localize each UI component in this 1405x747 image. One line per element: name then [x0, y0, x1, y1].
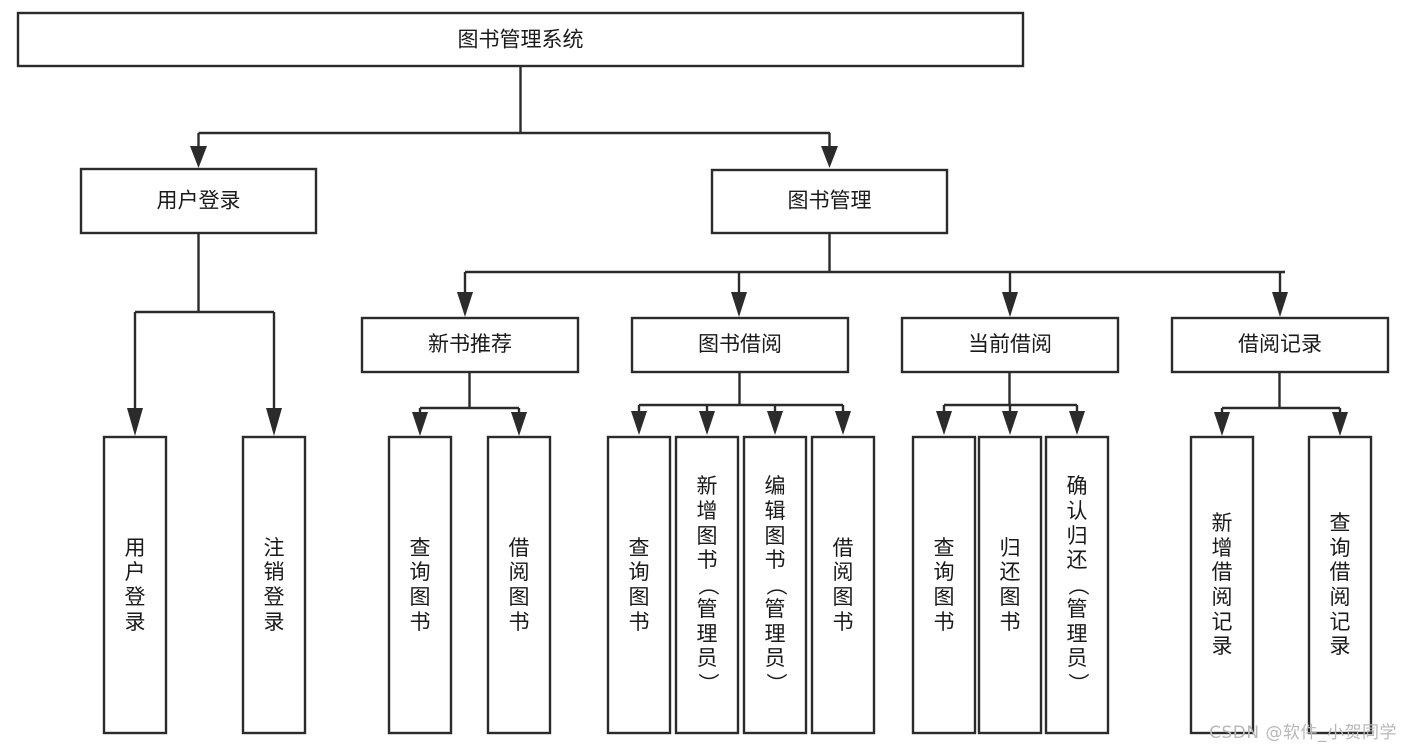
node-root-box[interactable]	[16, 11, 1025, 68]
arrow-head-ul-c2	[266, 408, 282, 436]
node-root-label: 图书管理系统	[458, 28, 584, 52]
arrow-head-bb-c4	[835, 411, 851, 435]
node-new-book-label: 新书推荐	[428, 332, 512, 356]
leaf-box-user-login-0[interactable]	[102, 435, 168, 735]
node-current-borrow-label: 当前借阅	[968, 332, 1052, 356]
leaf-box-current-borrow-2[interactable]	[1044, 435, 1110, 735]
arrow-head-cb-c2	[1002, 411, 1018, 435]
arrow-head-cb-c3	[1069, 411, 1085, 435]
leaf-box-user-login-1[interactable]	[241, 435, 307, 735]
leaf-box-current-borrow-0[interactable]	[911, 435, 977, 735]
leaf-box-new-book-1[interactable]	[486, 435, 552, 735]
node-new-book-box[interactable]	[360, 316, 580, 374]
arrow-head-book-borrow	[731, 292, 747, 317]
leaf-box-borrow-record-0[interactable]	[1189, 435, 1255, 735]
leaf-box-book-borrow-0[interactable]	[606, 435, 672, 735]
arrow-head-nb-c1	[412, 412, 428, 436]
arrow-head-ul-c1	[127, 408, 143, 436]
node-book-mgmt-label: 图书管理	[788, 189, 872, 213]
connector-group-book-borrow	[631, 372, 851, 435]
connector-group-current-borrow	[936, 372, 1085, 435]
arrow-head-new-book	[457, 292, 473, 317]
leaf-box-book-borrow-2[interactable]	[742, 435, 808, 735]
arrow-head-bb-c2	[699, 411, 715, 435]
connector-group-user-login	[127, 233, 282, 436]
connector-group-root	[190, 66, 838, 168]
arrow-head-br-c2	[1332, 412, 1348, 436]
leaf-box-borrow-record-1[interactable]	[1307, 435, 1373, 735]
node-borrow-record-box[interactable]	[1170, 316, 1390, 374]
arrow-head-book-mgmt	[821, 146, 838, 168]
csdn-watermark: CSDN @软件_小贺同学	[1209, 723, 1397, 743]
leaf-box-current-borrow-1[interactable]	[977, 435, 1043, 735]
leaf-box-new-book-0[interactable]	[387, 435, 453, 735]
arrow-head-br-c1	[1214, 412, 1230, 436]
arrow-head-bb-c3	[767, 411, 783, 435]
arrow-head-current-borrow	[1002, 292, 1018, 317]
leaf-box-book-borrow-3[interactable]	[810, 435, 876, 735]
node-book-borrow-label: 图书借阅	[698, 332, 782, 356]
node-user-login-label: 用户登录	[157, 189, 241, 213]
connector-group-new-book	[412, 372, 527, 436]
node-book-borrow-box[interactable]	[630, 316, 850, 374]
arrow-head-cb-c1	[936, 411, 952, 435]
node-book-mgmt-box[interactable]	[710, 168, 949, 235]
node-current-borrow-box[interactable]	[900, 316, 1120, 374]
arrow-head-user-login	[190, 146, 207, 168]
node-user-login-box[interactable]	[79, 167, 318, 235]
node-borrow-record-label: 借阅记录	[1238, 332, 1322, 356]
arrow-head-nb-c2	[511, 412, 527, 436]
arrow-head-borrow-record	[1272, 292, 1288, 317]
leaf-box-book-borrow-1[interactable]	[674, 435, 740, 735]
connector-group-borrow-record	[1214, 372, 1348, 436]
arrow-head-bb-c1	[631, 411, 647, 435]
connector-group-book-mgmt	[457, 233, 1288, 317]
